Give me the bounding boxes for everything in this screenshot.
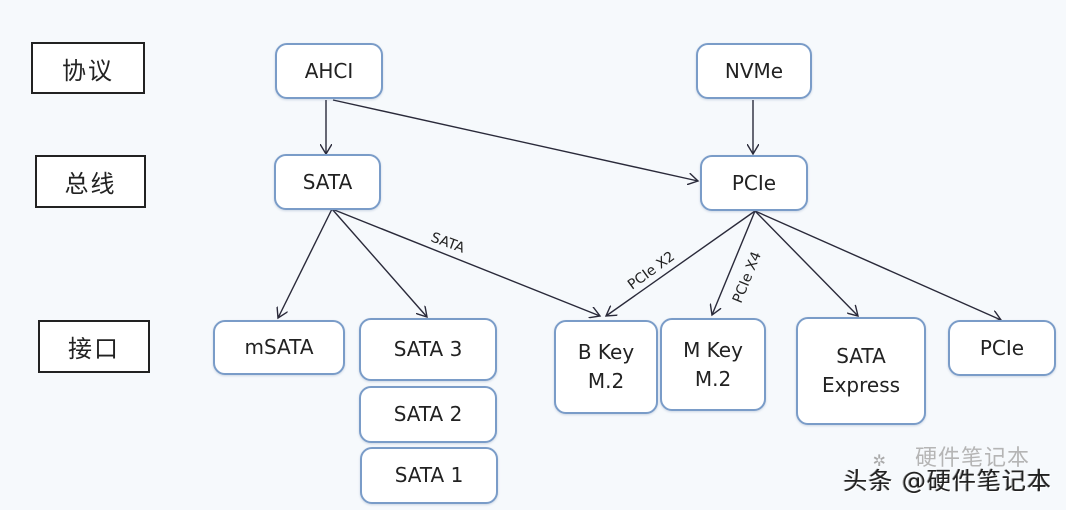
node-sata3[interactable]: SATA 3 — [359, 318, 497, 381]
watermark: 头条 @硬件笔记本 — [843, 467, 1052, 495]
node-msata-label: mSATA — [244, 335, 314, 359]
level-bus-label: 总线 — [35, 155, 146, 208]
edge-label-sata: SATA — [429, 230, 467, 257]
node-sata1[interactable]: SATA 1 — [360, 447, 498, 504]
node-sata3-label: SATA 3 — [393, 337, 463, 361]
node-pcie-bus-label: PCIe — [731, 170, 777, 195]
edge-sata-sata3 — [331, 208, 427, 317]
edge-sata-bkey — [331, 208, 600, 316]
edge-pcie-mkey — [712, 210, 756, 315]
wechat-icon: ✲ — [872, 451, 886, 470]
node-mkey-m2[interactable]: M Key M.2 — [660, 318, 766, 411]
node-ahci-label: AHCI — [304, 58, 354, 83]
edge-pcie-bkey — [606, 210, 756, 316]
node-sata1-label: SATA 1 — [394, 463, 464, 487]
node-mkey-line1: M Key — [683, 337, 743, 362]
node-bkey-line1: B Key — [577, 340, 635, 364]
watermark-ghost: 硬件笔记本 — [914, 446, 1030, 471]
node-msata[interactable]: mSATA — [213, 320, 345, 375]
node-sata2[interactable]: SATA 2 — [359, 386, 497, 443]
edge-sata-msata — [278, 208, 333, 318]
node-sata-express-line2: Express — [821, 373, 901, 397]
node-sata-bus-label: SATA — [302, 169, 353, 194]
node-sata-bus[interactable]: SATA — [274, 154, 381, 210]
node-nvme[interactable]: NVMe — [696, 43, 812, 99]
node-sata-express-line1: SATA — [836, 344, 886, 368]
node-ahci[interactable]: AHCI — [275, 43, 383, 99]
level-interface-label: 接口 — [38, 320, 150, 373]
node-mkey-line2: M.2 — [694, 366, 732, 391]
node-pcie-slot-label: PCIe — [979, 335, 1025, 360]
edge-pcie-sata-express — [754, 210, 858, 316]
node-bkey-line2: M.2 — [587, 369, 625, 393]
node-sata-express[interactable]: SATA Express — [796, 317, 926, 425]
node-nvme-label: NVMe — [724, 58, 784, 83]
level-protocol-label: 协议 — [31, 42, 145, 94]
edge-ahci-pcie — [332, 99, 698, 181]
node-sata2-label: SATA 2 — [393, 402, 463, 426]
node-pcie-slot[interactable]: PCIe — [948, 320, 1056, 376]
edge-pcie-slot — [754, 210, 1001, 320]
node-bkey-m2[interactable]: B Key M.2 — [554, 320, 658, 414]
node-pcie-bus[interactable]: PCIe — [700, 155, 808, 211]
